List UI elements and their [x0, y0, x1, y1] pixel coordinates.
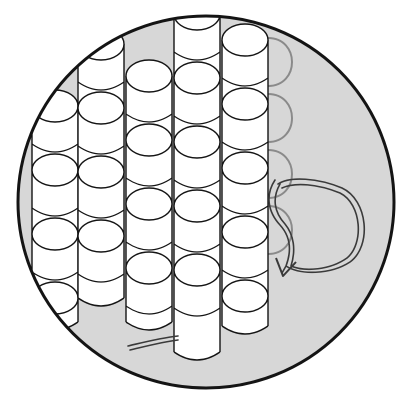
bead: [222, 216, 268, 248]
bead: [32, 218, 78, 250]
bead: [174, 62, 220, 94]
bead: [32, 154, 78, 186]
bead: [126, 60, 172, 92]
bead-column-2: [78, 28, 124, 306]
bead: [126, 188, 172, 220]
bead: [222, 24, 268, 56]
bead: [78, 156, 124, 188]
bead: [78, 92, 124, 124]
bead: [126, 124, 172, 156]
bead: [222, 88, 268, 120]
bead: [222, 152, 268, 184]
bead-column-5: [222, 24, 268, 334]
bead: [78, 28, 124, 60]
bead: [126, 252, 172, 284]
bead: [78, 220, 124, 252]
bead: [174, 254, 220, 286]
bead: [174, 126, 220, 158]
bead-column-1: [32, 90, 78, 330]
bead: [174, 190, 220, 222]
bead-column-4: [174, 0, 220, 360]
bead: [222, 280, 268, 312]
bead-column-3: [126, 60, 172, 330]
